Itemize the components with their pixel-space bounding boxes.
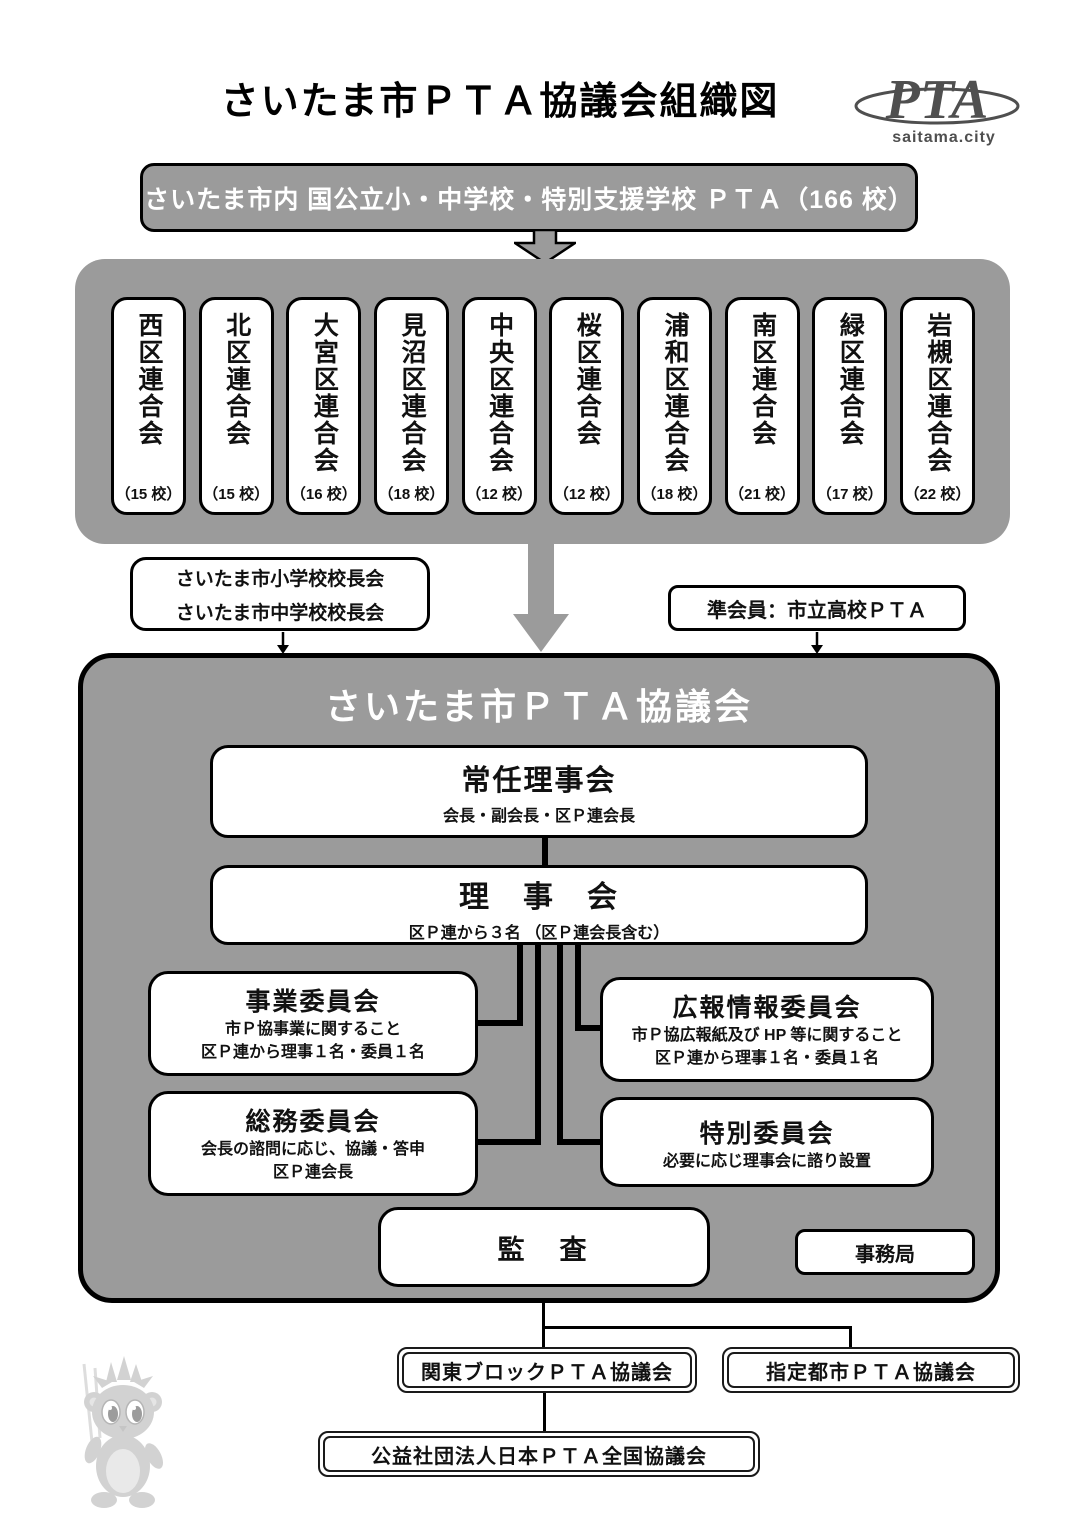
standing-board-box: 常任理事会 会長・副会長・区Ｐ連会長 [210,745,868,838]
district-school-count: （21 校） [729,486,796,503]
connector-branch-to-designated [849,1326,852,1349]
district-school-count: （12 校） [466,486,533,503]
district-name: 北区連合会 [222,312,251,447]
audit-label: 監 査 [497,1234,591,1265]
committee-title: 総務委員会 [245,1108,381,1136]
committee-box-publicity: 広報情報委員会 市Ｐ協広報紙及び HP 等に関すること 区Ｐ連から理事１名・委員… [600,977,934,1082]
district-school-count: （15 校） [115,486,182,503]
connector-board-to-publicity [575,945,581,1031]
board-title: 理 事 会 [459,881,619,914]
connector-elbow-general-affairs [476,1139,541,1145]
committee-desc-line: 区Ｐ連会長 [272,1164,353,1181]
district-card-minami: 南区連合会 （21 校） [724,297,800,515]
connector-standing-to-board [542,837,548,866]
board-subtitle: 区Ｐ連から３名 （区Ｐ連会長含む） [408,925,670,942]
connector-elbow-business [476,1020,523,1026]
principals-line2: さいたま市中学校校長会 [175,602,385,624]
district-school-count: （16 校） [290,486,357,503]
district-name: 西区連合会 [135,312,163,447]
pta-council-title: さいたま市ＰＴＡ協議会 [325,686,753,727]
district-school-count: （12 校） [553,486,620,503]
district-name: 大宮区連合会 [310,312,339,474]
district-card-nishi: 西区連合会 （15 校） [111,297,186,515]
district-card-omiya: 大宮区連合会 （16 校） [286,297,362,515]
district-school-count: （17 校） [816,486,883,503]
connector-elbow-publicity [575,1025,602,1031]
committee-desc-line: 区Ｐ連から理事１名・委員１名 [654,1050,879,1067]
principals-association-box: さいたま市小学校校長会 さいたま市中学校校長会 [130,557,430,631]
district-card-urawa: 浦和区連合会 （18 校） [636,297,712,515]
district-name: 緑区連合会 [836,312,865,447]
page-title: さいたま市ＰＴＡ協議会組織図 [220,81,780,123]
standing-board-subtitle: 会長・副会長・区Ｐ連会長 [442,808,635,825]
district-name: 南区連合会 [748,312,777,447]
district-card-iwatsuki: 岩槻区連合会 （22 校） [899,297,975,515]
district-card-midori: 緑区連合会 （17 校） [812,297,888,515]
committee-desc-line: 必要に応じ理事会に諮り設置 [662,1153,871,1170]
kanto-block-label: 関東ブロックＰＴＡ協議会 [402,1352,692,1388]
district-name: 桜区連合会 [573,312,602,447]
designated-city-box: 指定都市ＰＴＡ協議会 [722,1347,1020,1393]
district-name: 岩槻区連合会 [923,312,952,474]
associate-member-label: 準会員：市立高校ＰＴＡ [707,599,927,622]
standing-board-title: 常任理事会 [461,765,617,797]
national-pta-label: 公益社団法人日本ＰＴＡ全国協議会 [323,1436,755,1472]
connector-board-to-business [517,945,523,1026]
district-school-count: （18 校） [641,486,708,503]
district-name: 中央区連合会 [485,312,514,474]
committee-desc-line: 市Ｐ協事業に関すること [224,1021,401,1038]
pta-saitama-logo: PTA saitama.city [852,56,1022,151]
district-name: 浦和区連合会 [660,312,689,474]
committee-desc-line: 会長の諮問に応じ、協議・答申 [200,1141,425,1158]
logo-ellipse-icon [854,87,1020,125]
principals-line1: さいたま市小学校校長会 [175,568,385,590]
small-down-arrow-icon [277,632,289,654]
connector-board-to-general-affairs [535,945,541,1145]
district-school-count: （22 校） [904,486,971,503]
national-pta-box: 公益社団法人日本ＰＴＡ全国協議会 [318,1431,760,1477]
committee-title: 事業委員会 [245,988,381,1016]
logo-text: PTA [885,69,989,131]
district-school-count: （18 校） [378,486,445,503]
small-down-arrow-icon [811,632,823,654]
district-federations-row: 西区連合会 （15 校） 北区連合会 （15 校） 大宮区連合会 （16 校） … [111,297,975,517]
kanto-block-box: 関東ブロックＰＴＡ協議会 [397,1347,697,1393]
district-card-chuo: 中央区連合会 （12 校） [461,297,537,515]
audit-box: 監 査 [378,1207,710,1287]
connector-board-to-special [557,945,563,1145]
district-name: 見沼区連合会 [397,312,426,474]
secretariat-box: 事務局 [795,1229,975,1275]
committee-desc-line: 市Ｐ協広報紙及び HP 等に関すること [631,1027,903,1044]
pta-logo-icon: PTA saitama.city [854,69,1020,146]
district-card-sakura: 桜区連合会 （12 校） [549,297,625,515]
connector-branch-horizontal [542,1326,852,1329]
associate-member-box: 準会員：市立高校ＰＴＡ [668,585,966,631]
committee-desc-line: 区Ｐ連から理事１名・委員１名 [200,1044,425,1061]
connector-kanto-to-national [543,1391,546,1433]
district-card-minuma: 見沼区連合会 （18 校） [373,297,449,515]
committee-title: 特別委員会 [699,1120,835,1148]
big-down-arrow-icon [513,544,569,652]
committee-box-special: 特別委員会 必要に応じ理事会に諮り設置 [600,1097,934,1187]
logo-subtext: saitama.city [892,129,996,146]
committee-box-general-affairs: 総務委員会 会長の諮問に応じ、協議・答申 区Ｐ連会長 [148,1091,478,1196]
mascot-image [82,1356,164,1508]
designated-city-label: 指定都市ＰＴＡ協議会 [727,1352,1015,1388]
block-down-arrow-icon [514,230,576,264]
board-box: 理 事 会 区Ｐ連から３名 （区Ｐ連会長含む） [210,865,868,945]
district-school-count: （15 校） [203,486,270,503]
connector-elbow-special [557,1139,602,1145]
all-schools-pta-box: さいたま市内 国公立小・中学校・特別支援学校 ＰＴＡ（166 校） [140,163,918,232]
all-schools-pta-label: さいたま市内 国公立小・中学校・特別支援学校 ＰＴＡ（166 校） [144,185,914,214]
secretariat-label: 事務局 [855,1243,915,1266]
committee-box-business: 事業委員会 市Ｐ協事業に関すること 区Ｐ連から理事１名・委員１名 [148,971,478,1076]
committee-title: 広報情報委員会 [672,994,862,1022]
district-card-kita: 北区連合会 （15 校） [198,297,274,515]
